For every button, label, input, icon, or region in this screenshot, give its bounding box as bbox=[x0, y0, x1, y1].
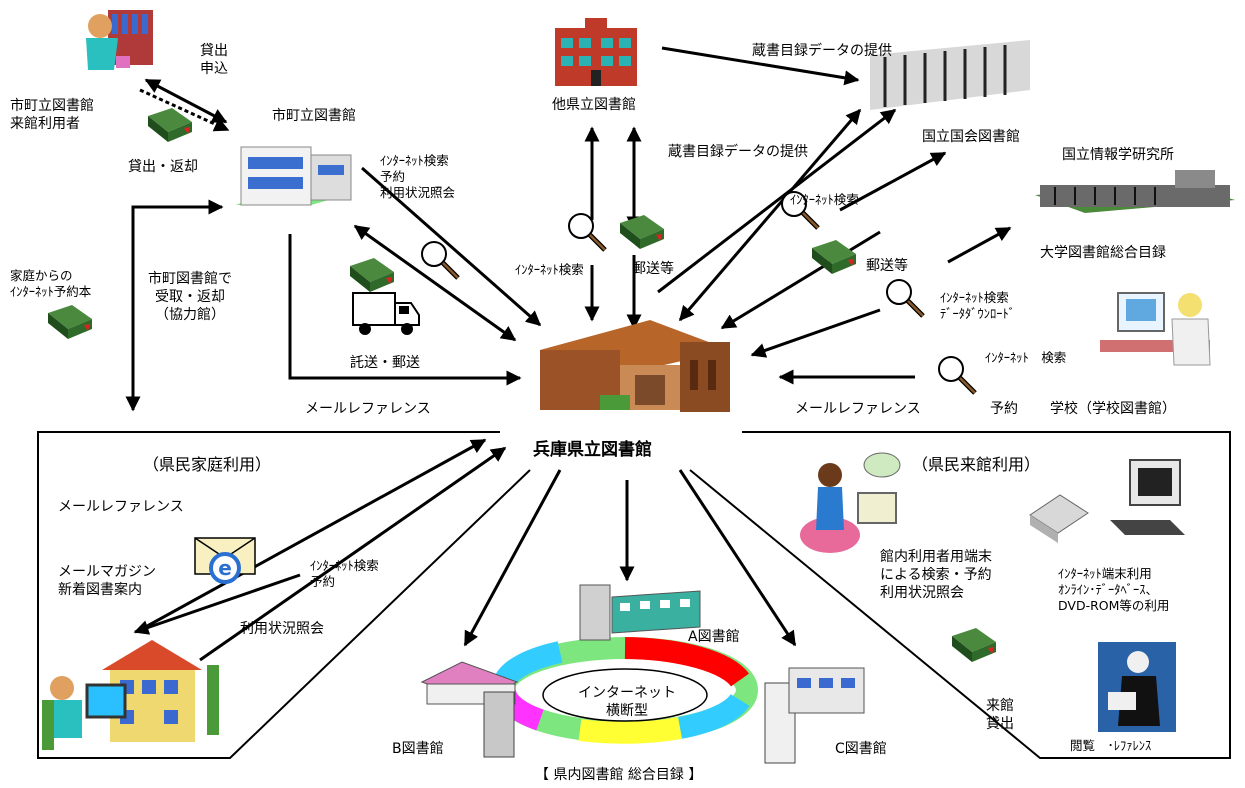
arrow-otherpref-to-ndl bbox=[661, 46, 860, 86]
arrow-muni-to-user bbox=[144, 78, 228, 124]
reading-user-figure bbox=[86, 10, 153, 70]
center-title: 兵庫県立図書館 bbox=[533, 440, 652, 460]
arrow-center-to-home bbox=[133, 573, 301, 635]
home-section-border bbox=[37, 431, 531, 759]
visit-section-border bbox=[689, 431, 1231, 759]
library-c-building bbox=[764, 667, 865, 764]
svg-text:e: e bbox=[218, 556, 232, 580]
ndl-building bbox=[870, 40, 1030, 110]
arrow-ndl-to-center bbox=[720, 230, 881, 330]
lend-return-label: 貸出・返却 bbox=[128, 159, 198, 175]
book-icon bbox=[952, 628, 996, 662]
home-section-title: （県民家庭利用） bbox=[143, 455, 272, 474]
municipal-user-label: 市町立図書館 来館利用者 bbox=[10, 98, 94, 132]
school-label: 学校（学校図書館） bbox=[1050, 401, 1176, 417]
internet-search-c-label: ｲﾝﾀｰﾈｯﾄ 検索 bbox=[985, 350, 1067, 365]
reader-figure bbox=[1098, 642, 1176, 732]
search-lens-icon bbox=[569, 214, 605, 250]
arrow-center-to-c bbox=[678, 469, 797, 647]
school-user-figure bbox=[1100, 292, 1211, 366]
visit-internet-terminal-label: ｲﾝﾀｰﾈｯﾄ端末利用 ｵﾝﾗｲﾝ･ﾃﾞｰﾀﾍﾞｰｽ、 DVD-ROM等の利用 bbox=[1058, 566, 1170, 613]
book-icon bbox=[48, 305, 92, 339]
visit-lend-label: 来館 貸出 bbox=[986, 698, 1014, 732]
arrow-home-to-center-2 bbox=[199, 446, 507, 662]
delivery-truck-icon bbox=[352, 292, 420, 335]
internet-search-a-label: ｲﾝﾀｰﾈｯﾄ検索 bbox=[515, 262, 584, 277]
catalog-data-label-1: 蔵書目録データの提供 bbox=[752, 43, 892, 59]
home-reserved-label: 家庭からの ｲﾝﾀｰﾈｯﾄ予約本 bbox=[10, 268, 92, 299]
municipal-library-label: 市町立図書館 bbox=[272, 108, 356, 124]
arrow-home-to-center-1 bbox=[139, 438, 487, 632]
arrow-center-to-muni bbox=[353, 224, 517, 342]
visitor-at-terminal-figure bbox=[800, 452, 901, 553]
section-borders bbox=[37, 431, 1231, 759]
other-pref-library-label: 他県立図書館 bbox=[552, 97, 636, 113]
ndl-label: 国立国会図書館 bbox=[922, 129, 1020, 145]
loan-request-label: 貸出 申込 bbox=[200, 43, 228, 77]
visit-section-title: （県民来館利用） bbox=[912, 455, 1041, 474]
arrow-to-univ bbox=[947, 226, 1012, 264]
transport-label: 託送・郵送 bbox=[350, 355, 420, 371]
arrow-center-to-b bbox=[463, 469, 562, 647]
arrow-ndl-search bbox=[839, 151, 947, 212]
printer-icon bbox=[1029, 494, 1089, 543]
reserve-label: 予約 bbox=[990, 401, 1018, 417]
arrows bbox=[125, 46, 1012, 662]
library-b-label: B図書館 bbox=[392, 741, 444, 757]
home-mail-ref-label: メールレファレンス bbox=[58, 499, 184, 515]
book-icon bbox=[148, 108, 192, 142]
email-envelope-icon: e bbox=[194, 537, 256, 584]
internet-search-download-label: ｲﾝﾀｰﾈｯﾄ検索 ﾃﾞｰﾀﾀﾞｳﾝﾛｰﾄﾞ bbox=[940, 290, 1016, 321]
home-status-label: 利用状況照会 bbox=[240, 621, 324, 637]
other-pref-library-building bbox=[555, 18, 637, 86]
arrow-home-to-muni bbox=[125, 199, 224, 412]
visit-browse-ref-label: 閲覧 ･ﾚﾌｧﾚﾝｽ bbox=[1070, 738, 1152, 753]
mail-ref-label-2: メールレファレンス bbox=[795, 401, 921, 417]
library-a-label: A図書館 bbox=[688, 629, 740, 645]
library-c-label: C図書館 bbox=[835, 741, 887, 757]
catalog-data-label-2: 蔵書目録データの提供 bbox=[668, 144, 808, 160]
home-magazine-label: メールマガジン 新着図書案内 bbox=[58, 564, 156, 598]
mail-ref-label-1: メールレファレンス bbox=[305, 401, 431, 417]
arrow-download-to-center bbox=[750, 308, 881, 358]
nii-building bbox=[1035, 170, 1235, 213]
univ-catalog-label: 大学図書館総合目録 bbox=[1040, 245, 1166, 261]
internet-cloud bbox=[542, 668, 708, 722]
visit-terminal-label: 館内利用者用端末 による検索・予約 利用状況照会 bbox=[880, 549, 992, 601]
search-lens-icon bbox=[887, 280, 923, 316]
home-search-reserve-label: ｲﾝﾀｰﾈｯﾄ検索 予約 bbox=[310, 558, 379, 589]
postal-a-label: 郵送等 bbox=[632, 261, 674, 277]
home-user-figure bbox=[42, 640, 219, 750]
municipal-library-building bbox=[236, 146, 352, 206]
arrow-muni-down-to-center bbox=[288, 234, 522, 386]
internet-search-reserve-label: ｲﾝﾀｰﾈｯﾄ検索 予約 利用状況照会 bbox=[380, 153, 456, 200]
network-cloud-label: インターネット 横断型 bbox=[578, 685, 676, 719]
nii-label: 国立情報学研究所 bbox=[1062, 147, 1174, 163]
postal-b-label: 郵送等 bbox=[866, 258, 908, 274]
network-caption: 【 県内図書館 総合目録 】 bbox=[535, 767, 703, 783]
book-icon bbox=[620, 215, 664, 249]
book-icon bbox=[350, 258, 394, 292]
arrow-center-to-ndl-2 bbox=[678, 108, 862, 322]
search-lens-icon bbox=[939, 357, 975, 393]
library-a-building bbox=[579, 584, 701, 641]
internet-search-b-label: ｲﾝﾀｰﾈｯﾄ検索 bbox=[790, 192, 859, 207]
library-b-building bbox=[420, 661, 519, 758]
hyogo-library-building bbox=[540, 320, 730, 412]
receive-return-label: 市町図書館で 受取・返却 （協力館） bbox=[148, 271, 232, 323]
desktop-computer-icon bbox=[1110, 459, 1185, 535]
